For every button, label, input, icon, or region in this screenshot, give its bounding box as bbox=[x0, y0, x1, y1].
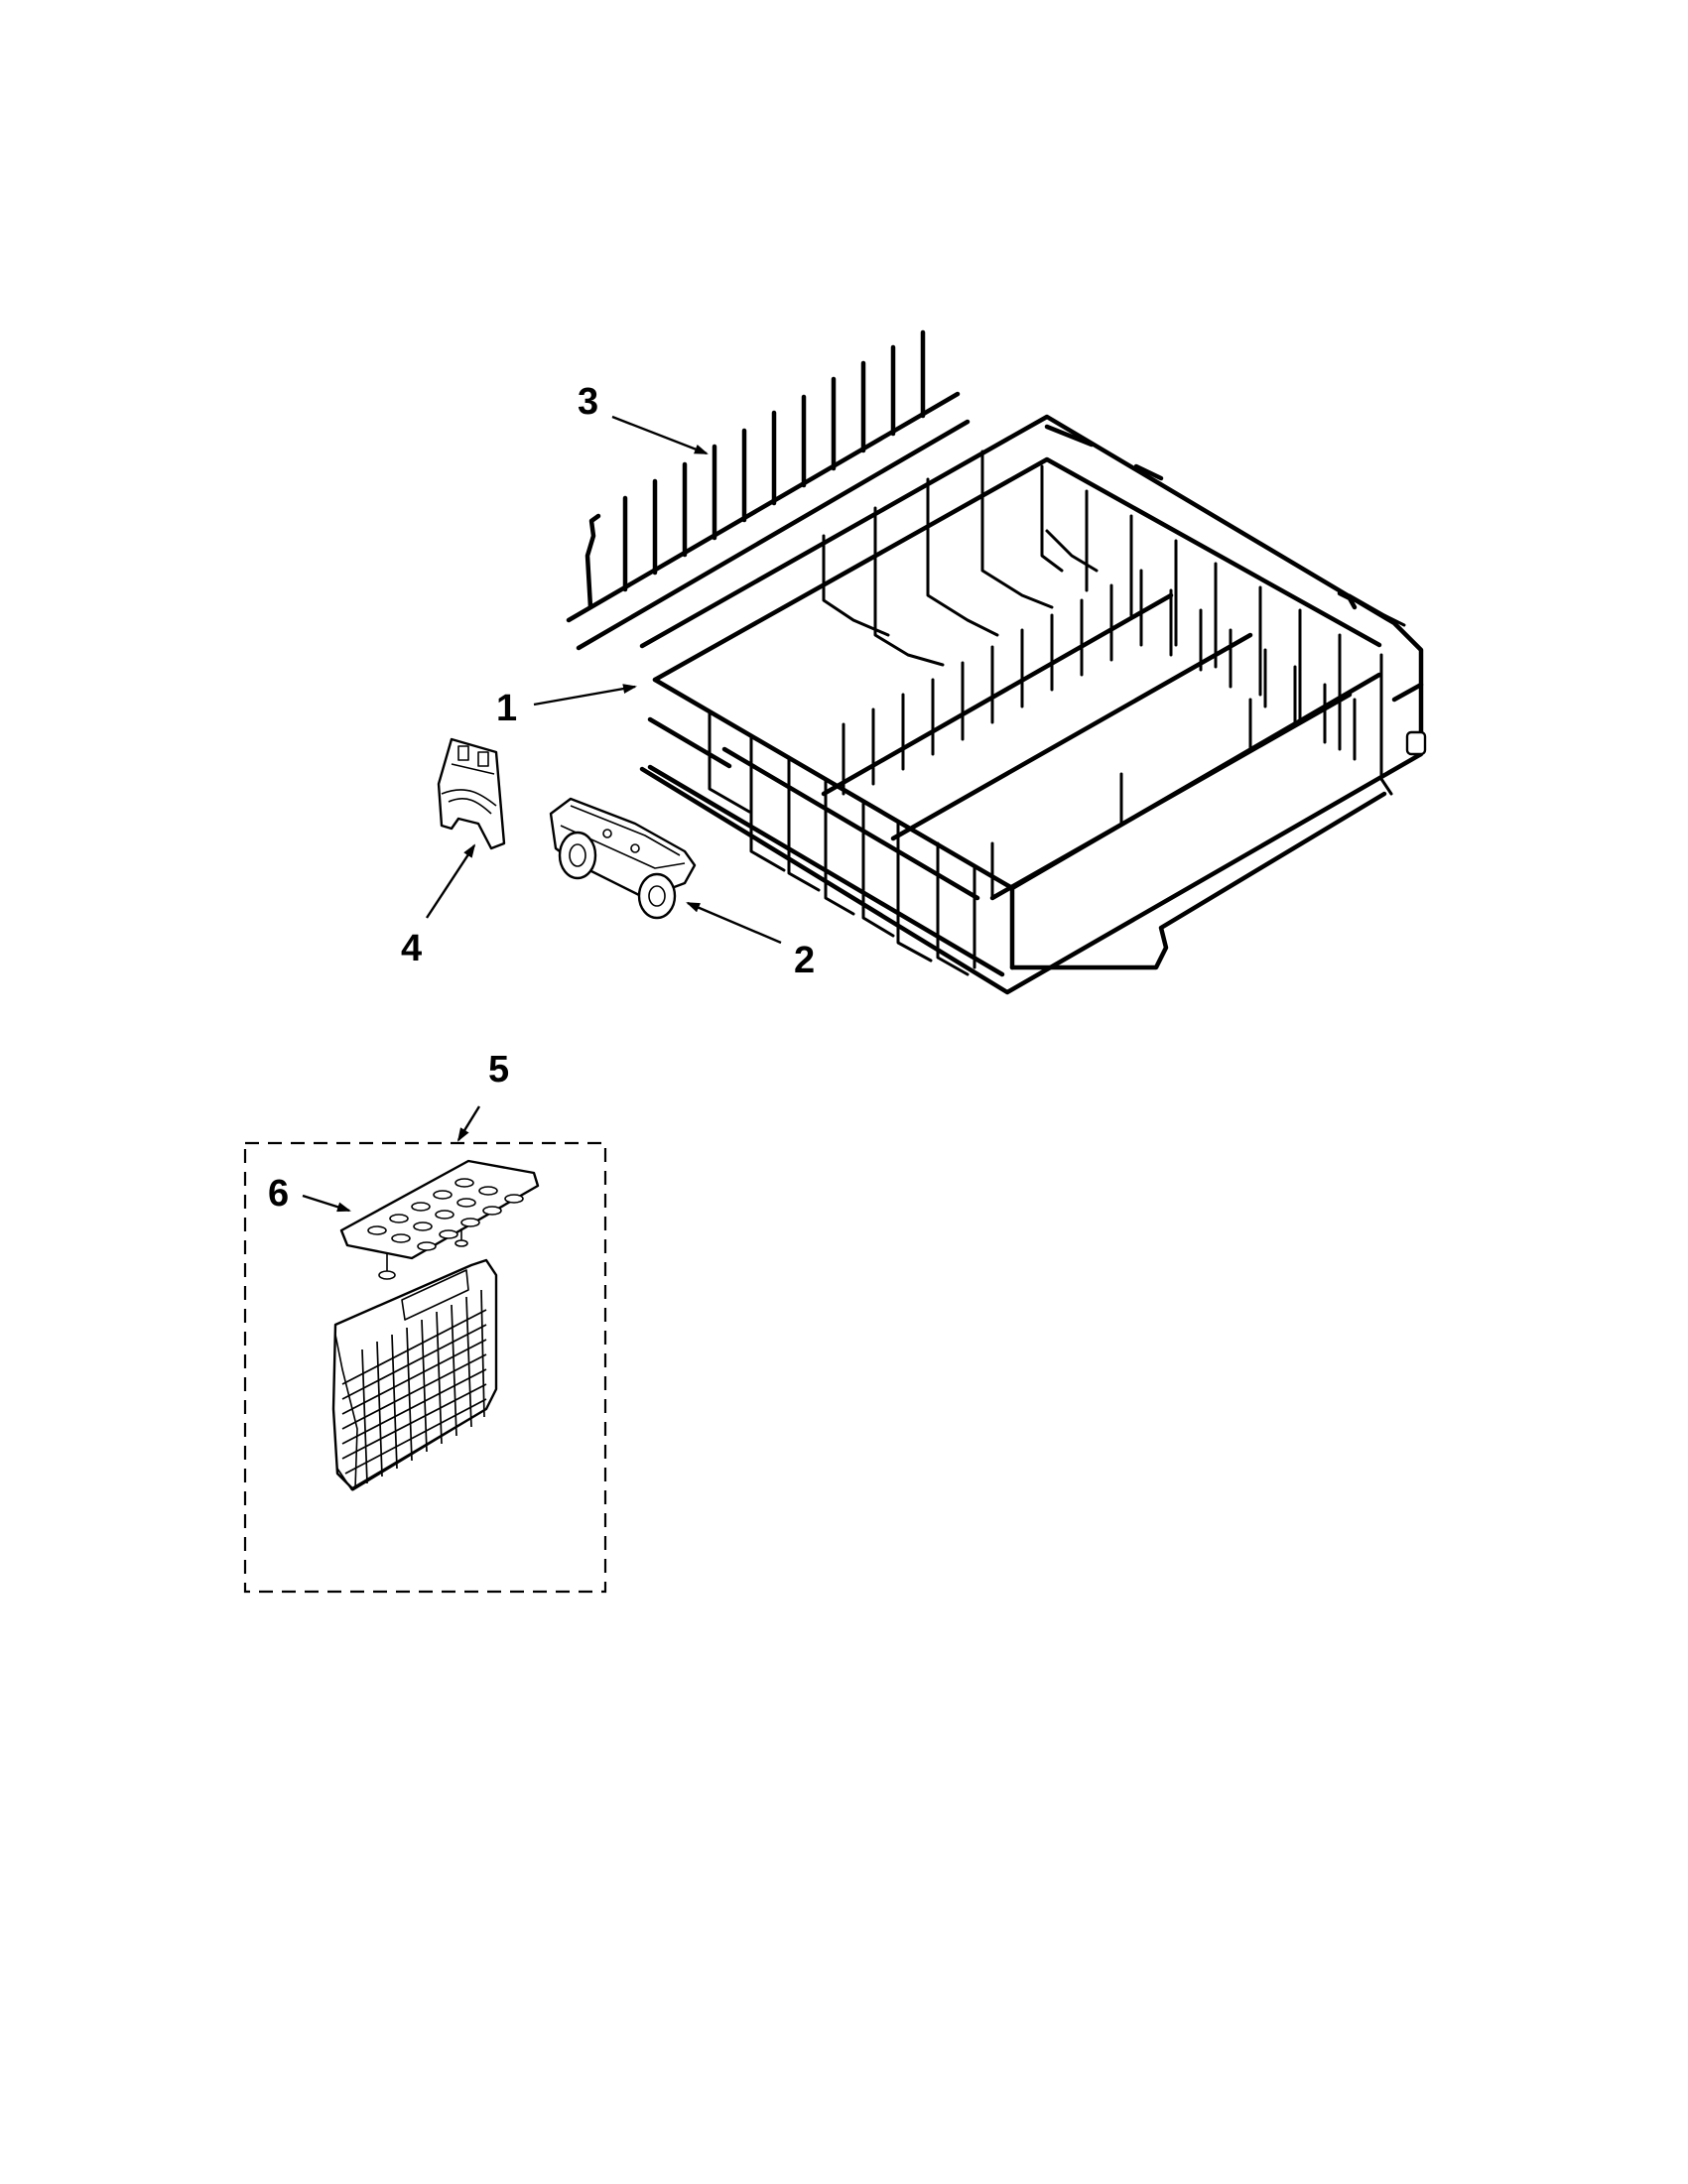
callout-1: 1 bbox=[496, 688, 517, 729]
callout-5: 5 bbox=[488, 1049, 509, 1091]
cover-slots bbox=[367, 1178, 524, 1251]
callout-4: 4 bbox=[401, 928, 422, 969]
leader-6 bbox=[302, 1194, 351, 1213]
callout-6: 6 bbox=[268, 1173, 289, 1215]
leader-2 bbox=[686, 901, 782, 945]
leader-3 bbox=[611, 415, 709, 455]
leader-4 bbox=[425, 843, 476, 919]
interior-loops bbox=[822, 450, 1099, 667]
dishrack-part bbox=[639, 414, 1427, 995]
basket-mesh bbox=[336, 1289, 487, 1491]
basket-cover-part bbox=[339, 1159, 540, 1280]
wheel-assembly-part bbox=[549, 797, 697, 920]
silverware-kit-box bbox=[243, 1141, 607, 1594]
rack-tines bbox=[842, 569, 1357, 796]
tine-row-part bbox=[566, 329, 971, 651]
leader-5 bbox=[456, 1105, 481, 1142]
right-verticals bbox=[1040, 464, 1393, 796]
leader-1 bbox=[533, 684, 637, 707]
rack-clip-part bbox=[437, 737, 506, 850]
callout-3: 3 bbox=[578, 381, 598, 423]
silverware-basket-part bbox=[331, 1258, 498, 1491]
front-verticals bbox=[708, 709, 976, 976]
callout-2: 2 bbox=[794, 940, 815, 981]
